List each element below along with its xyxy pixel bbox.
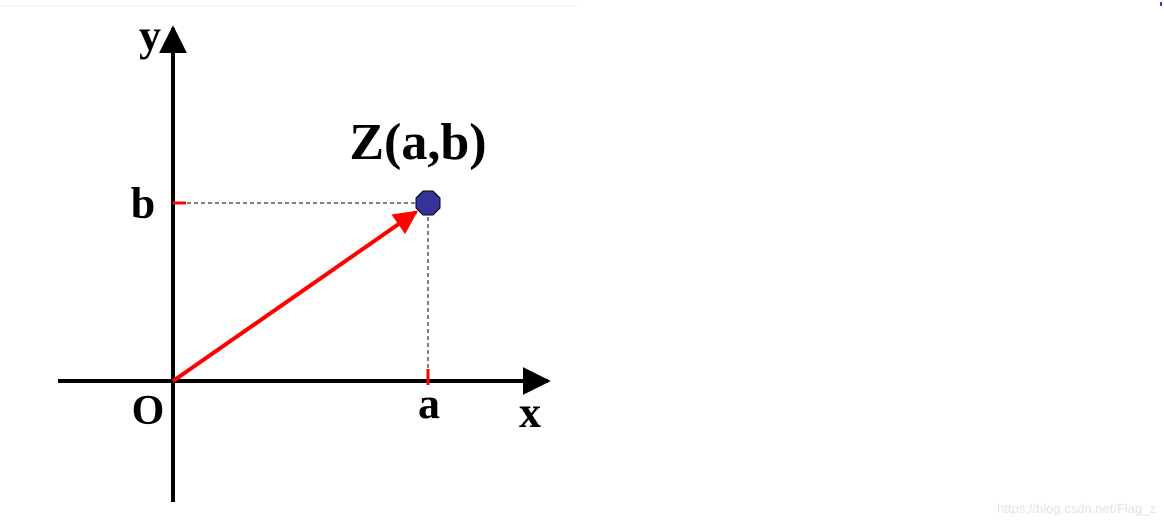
a-value-label: a [418, 379, 440, 428]
point-z-label: Z(a,b) [349, 114, 486, 171]
vector-arrow [171, 210, 418, 383]
origin-label: O [132, 388, 165, 434]
x-axis-label: x [519, 388, 541, 437]
watermark-text: https://blog.csdn.net/Flag_z [997, 501, 1156, 516]
corner-mark [1160, 2, 1162, 6]
b-value-label: b [131, 179, 155, 228]
point-z-marker [415, 190, 441, 216]
y-axis-label: y [139, 11, 161, 60]
